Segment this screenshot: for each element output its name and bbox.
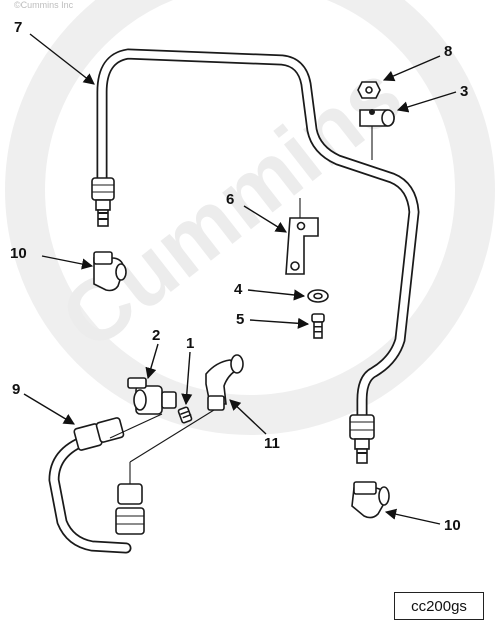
fuel-line-upper bbox=[96, 48, 420, 421]
bolt bbox=[311, 313, 325, 339]
mounting-bracket bbox=[285, 217, 319, 275]
callout-11: 11 bbox=[264, 435, 280, 452]
callout-8: 8 bbox=[444, 43, 452, 60]
elbow-fitting-lower bbox=[351, 481, 390, 519]
reference-code-box: cc200gs bbox=[394, 592, 484, 620]
callout-10-lower: 10 bbox=[444, 517, 461, 534]
lower-line-nut-left bbox=[73, 417, 125, 451]
callout-7: 7 bbox=[14, 19, 22, 36]
upper-line-left-nut bbox=[91, 177, 115, 227]
assembly-centerlines bbox=[109, 409, 215, 484]
elbow-fitting-upper bbox=[93, 251, 127, 292]
callout-leaders bbox=[23, 33, 457, 525]
tee-fitting bbox=[127, 377, 177, 415]
fuel-line-lower bbox=[48, 434, 132, 554]
tube-clamp bbox=[359, 109, 395, 127]
callout-4: 4 bbox=[234, 281, 243, 298]
washer bbox=[307, 289, 329, 303]
upper-line-right-nut bbox=[349, 414, 375, 464]
callout-10-upper: 10 bbox=[10, 245, 27, 262]
callout-6: 6 bbox=[226, 191, 234, 208]
elbow-connector bbox=[205, 354, 244, 411]
callout-9: 9 bbox=[12, 381, 20, 398]
callout-3: 3 bbox=[460, 83, 468, 100]
copyright-notice: ©Cummins Inc bbox=[14, 0, 74, 10]
callout-2: 2 bbox=[152, 327, 160, 344]
hex-nut bbox=[357, 81, 381, 99]
callout-labels: 7 8 3 6 10 4 5 2 1 9 11 10 bbox=[10, 19, 468, 534]
plug bbox=[177, 406, 193, 424]
lower-line-nut-right bbox=[115, 483, 145, 535]
callout-1: 1 bbox=[186, 335, 194, 352]
callout-5: 5 bbox=[236, 311, 244, 328]
reference-code: cc200gs bbox=[411, 597, 467, 615]
